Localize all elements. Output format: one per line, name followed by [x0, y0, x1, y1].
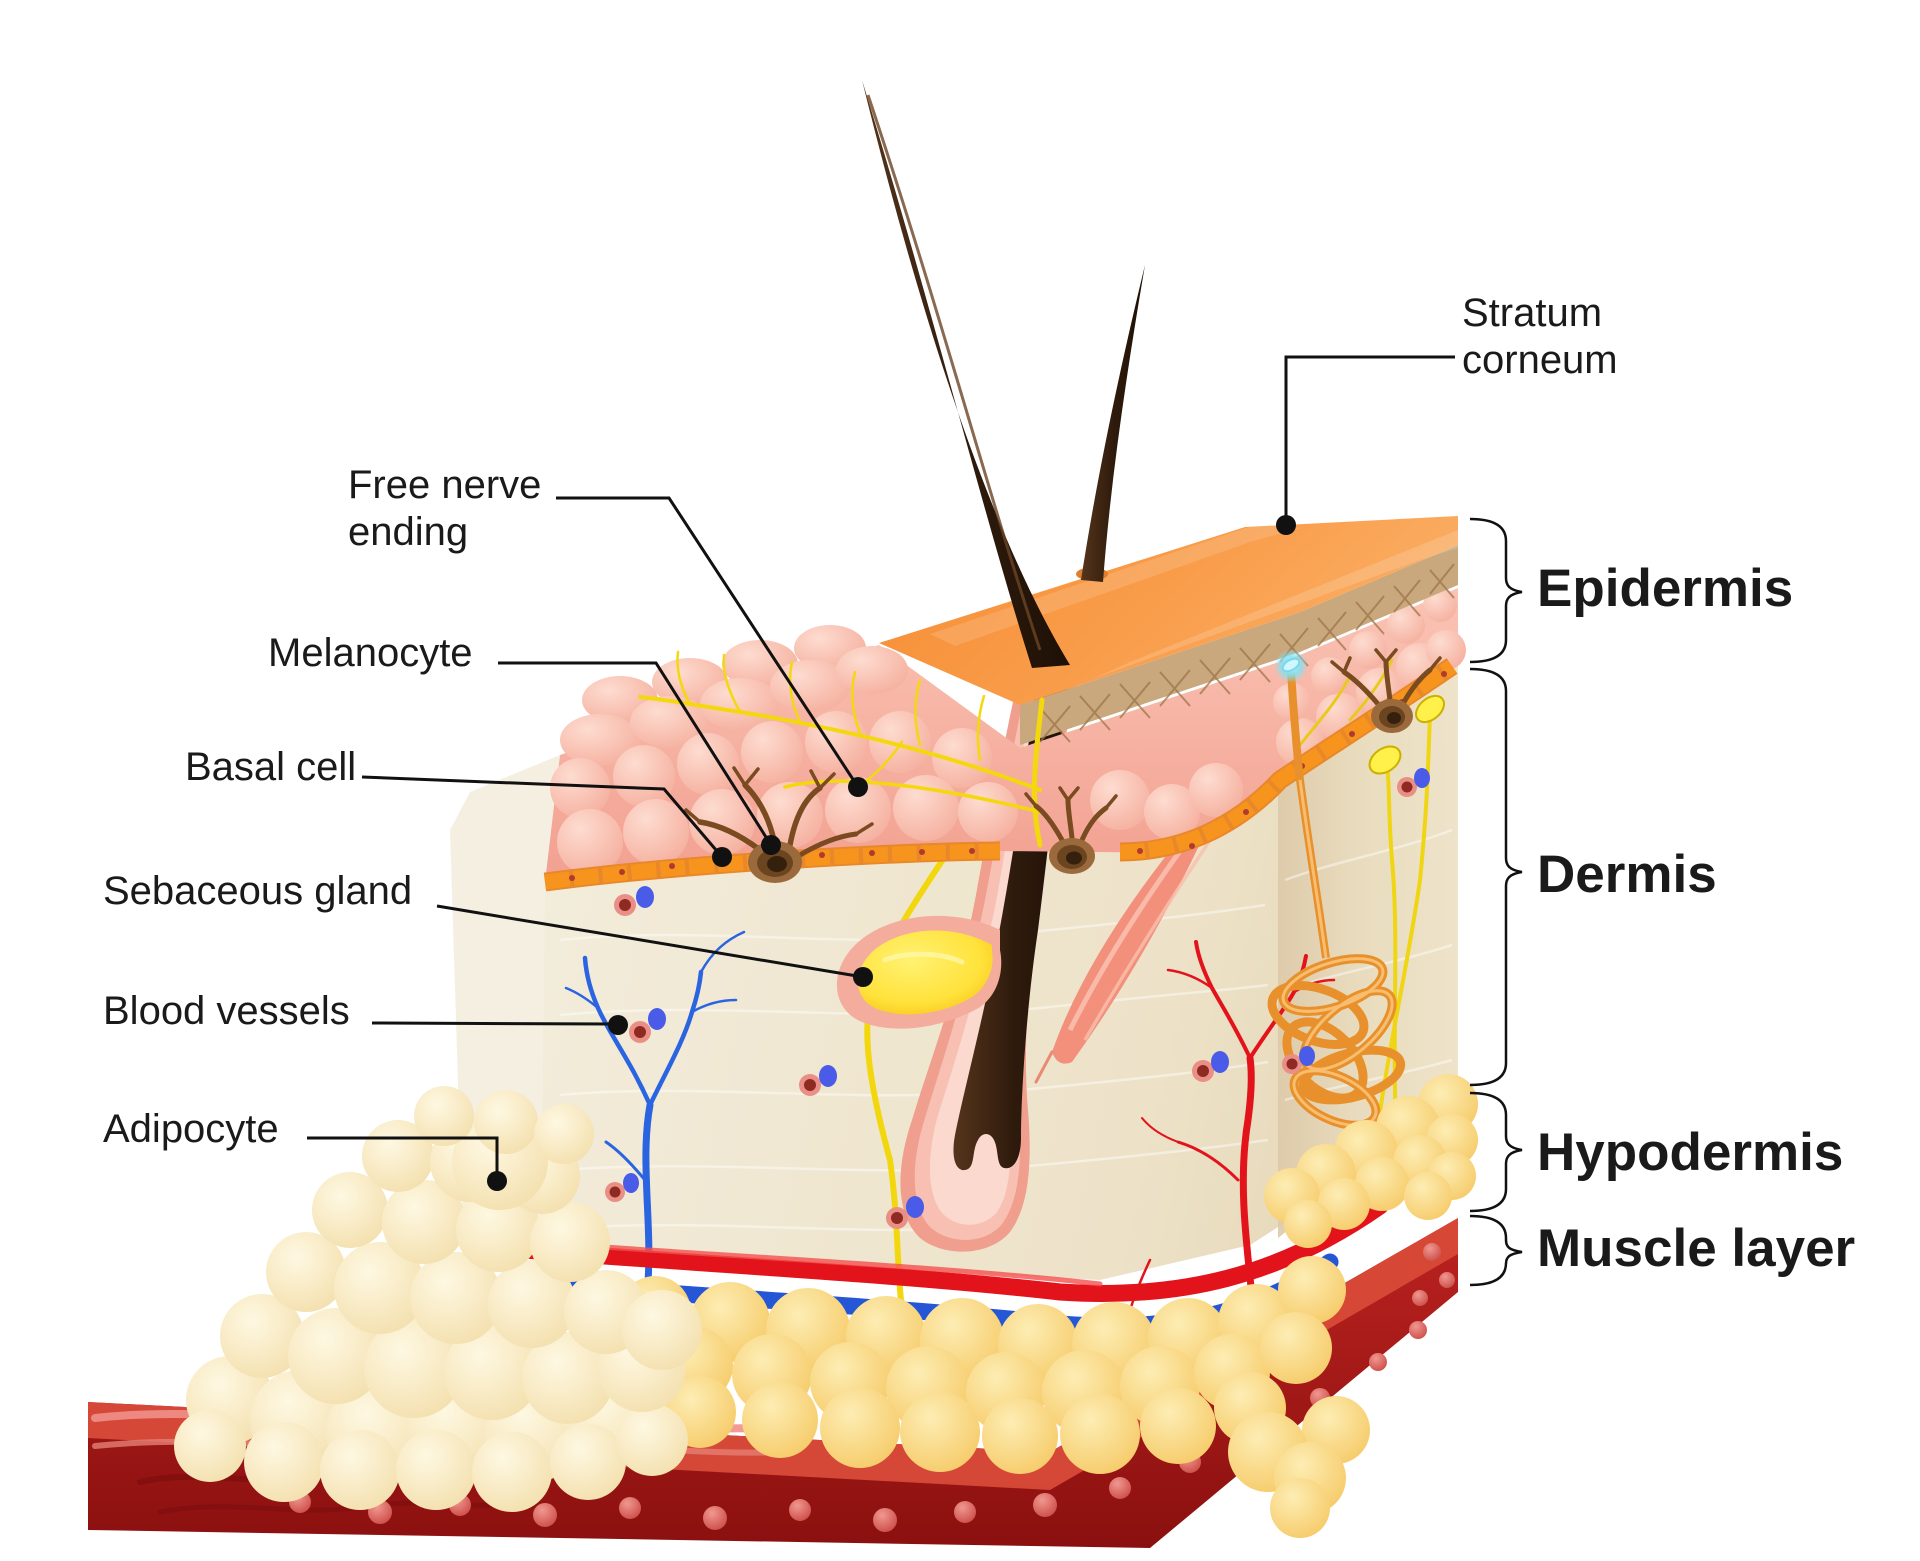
leader-dots: [487, 515, 1296, 1191]
label-epidermis: Epidermis: [1537, 559, 1794, 618]
label-melanocyte: Melanocyte: [268, 631, 473, 675]
label-stratum-corneum: Stratum corneum: [1462, 291, 1618, 382]
label-adipocyte: Adipocyte: [103, 1107, 279, 1151]
label-dermis: Dermis: [1537, 845, 1717, 904]
melanocytes: [684, 648, 1442, 883]
sebaceous-gland-shape: [836, 915, 1002, 1029]
blood-cells: [605, 768, 1430, 1229]
label-hypodermis: Hypodermis: [1537, 1123, 1844, 1182]
free-nerve-endings: [638, 650, 1394, 848]
label-muscle-layer: Muscle layer: [1537, 1219, 1856, 1278]
label-free-nerve-ending: Free nerve ending: [348, 463, 542, 554]
leader-lines: [307, 355, 1455, 1174]
label-sebaceous-gland: Sebaceous gland: [103, 869, 413, 913]
vein-tree: [564, 930, 746, 1286]
layer-braces: [1469, 517, 1523, 1287]
label-basal-cell: Basal cell: [185, 745, 357, 789]
epidermis-layer-shape: [545, 588, 1466, 882]
label-blood-vessels: Blood vessels: [103, 989, 350, 1033]
hair-shafts: [862, 80, 1145, 668]
